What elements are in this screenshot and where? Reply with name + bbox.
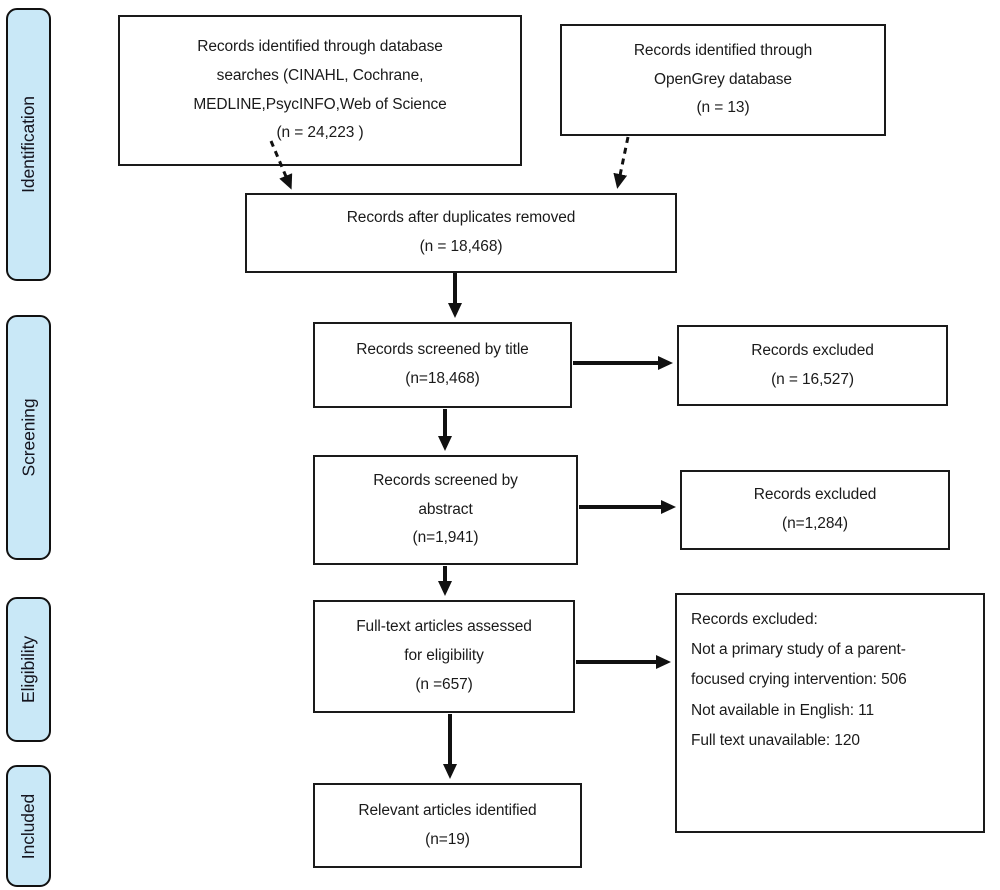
box-relevant-identified-text: Relevant articles identified (n=19) [358,801,537,848]
box-excluded-abstract: Records excluded (n=1,284) [680,470,950,550]
box-excluded-title-text: Records excluded (n = 16,527) [751,341,874,388]
box-excluded-fulltext: Records excluded: Not a primary study of… [675,593,985,833]
box-relevant-identified: Relevant articles identified (n=19) [313,783,582,868]
stage-identification-label: Identification [18,96,39,193]
box-screened-abstract: Records screened by abstract (n=1,941) [313,455,578,565]
box-opengrey-text: Records identified through OpenGrey data… [633,41,813,117]
box-duplicates-removed-text: Records after duplicates removed (n = 18… [346,209,576,255]
stage-eligibility-label: Eligibility [18,636,39,703]
box-fulltext-assessed: Full-text articles assessed for eligibil… [313,600,575,713]
stage-identification: Identification [6,8,51,281]
box-screened-title-text: Records screened by title (n=18,468) [356,341,529,387]
box-fulltext-assessed-text: Full-text articles assessed for eligibil… [356,618,532,693]
arrow-opengrey-to-duplicates-icon [613,136,630,189]
box-excluded-abstract-text: Records excluded (n=1,284) [753,486,877,532]
stage-eligibility: Eligibility [6,597,51,742]
box-database-search-text: Records identified through database sear… [193,38,447,142]
box-screened-abstract-text: Records screened by abstract (n=1,941) [373,471,518,547]
box-screened-title: Records screened by title (n=18,468) [313,322,572,408]
box-excluded-fulltext-text: Records excluded: Not a primary study of… [691,611,907,749]
stage-screening: Screening [6,315,51,560]
box-database-search: Records identified through database sear… [118,15,522,166]
box-opengrey: Records identified through OpenGrey data… [560,24,886,136]
box-excluded-title: Records excluded (n = 16,527) [677,325,948,406]
stage-included-label: Included [18,793,38,859]
stage-screening-label: Screening [18,398,38,477]
stage-included: Included [6,765,51,887]
box-duplicates-removed: Records after duplicates removed (n = 18… [245,193,677,273]
